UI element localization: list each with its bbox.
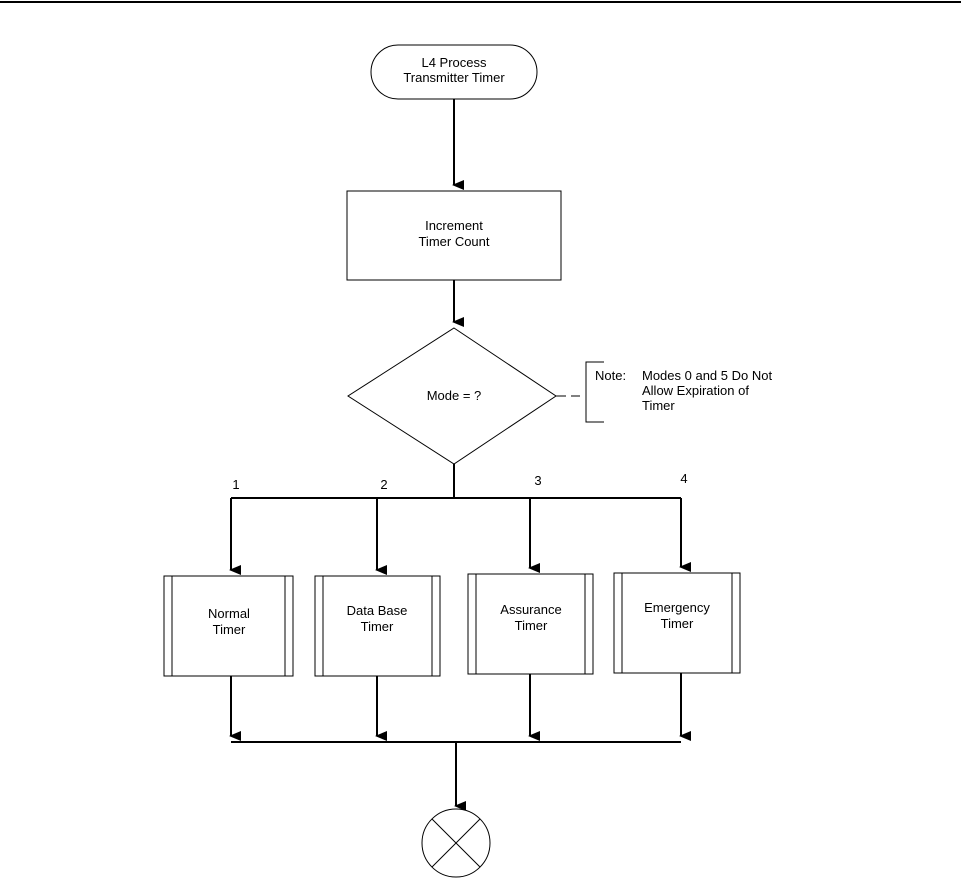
emergency-timer-label-line2: Timer bbox=[661, 616, 694, 631]
branch-1: 1 Normal Timer bbox=[163, 477, 294, 741]
start-label-line2: Transmitter Timer bbox=[403, 70, 505, 85]
note-line3: Timer bbox=[642, 398, 675, 413]
assurance-timer-box: Assurance Timer bbox=[467, 573, 594, 675]
end-connector-x-icon bbox=[421, 808, 491, 878]
database-timer-label-line2: Timer bbox=[361, 619, 394, 634]
emergency-timer-box: Emergency Timer bbox=[613, 572, 741, 674]
assurance-timer-label-line1: Assurance bbox=[500, 602, 561, 617]
branch-number-4: 4 bbox=[680, 471, 687, 486]
database-timer-label-line1: Data Base bbox=[347, 603, 408, 618]
start-label-line1: L4 Process bbox=[421, 55, 487, 70]
normal-timer-label-line2: Timer bbox=[213, 622, 246, 637]
assurance-timer-label-line2: Timer bbox=[515, 618, 548, 633]
database-timer-box: Data Base Timer bbox=[314, 575, 441, 677]
branch-4: 4 Emergency Timer bbox=[613, 471, 741, 741]
branch-3: 3 Assurance Timer bbox=[467, 473, 594, 741]
mode-note-annotation: Note: Modes 0 and 5 Do Not Allow Expirat… bbox=[556, 361, 772, 423]
branch-number-2: 2 bbox=[380, 477, 387, 492]
mode-decision-diamond: Mode = ? bbox=[347, 327, 557, 465]
branch-number-3: 3 bbox=[534, 473, 541, 488]
note-line1: Modes 0 and 5 Do Not bbox=[642, 368, 772, 383]
normal-timer-box: Normal Timer bbox=[163, 575, 294, 677]
note-line2: Allow Expiration of bbox=[642, 383, 749, 398]
start-terminator: L4 Process Transmitter Timer bbox=[370, 44, 538, 100]
increment-process-box: Increment Timer Count bbox=[346, 190, 562, 281]
note-prefix: Note: bbox=[595, 368, 626, 383]
branch-number-1: 1 bbox=[232, 477, 239, 492]
increment-label-line1: Increment bbox=[425, 218, 483, 233]
decision-label: Mode = ? bbox=[427, 388, 482, 403]
emergency-timer-label-line1: Emergency bbox=[644, 600, 710, 615]
increment-label-line2: Timer Count bbox=[418, 234, 489, 249]
branch-2: 2 Data Base Timer bbox=[314, 477, 441, 741]
normal-timer-label-line1: Normal bbox=[208, 606, 250, 621]
